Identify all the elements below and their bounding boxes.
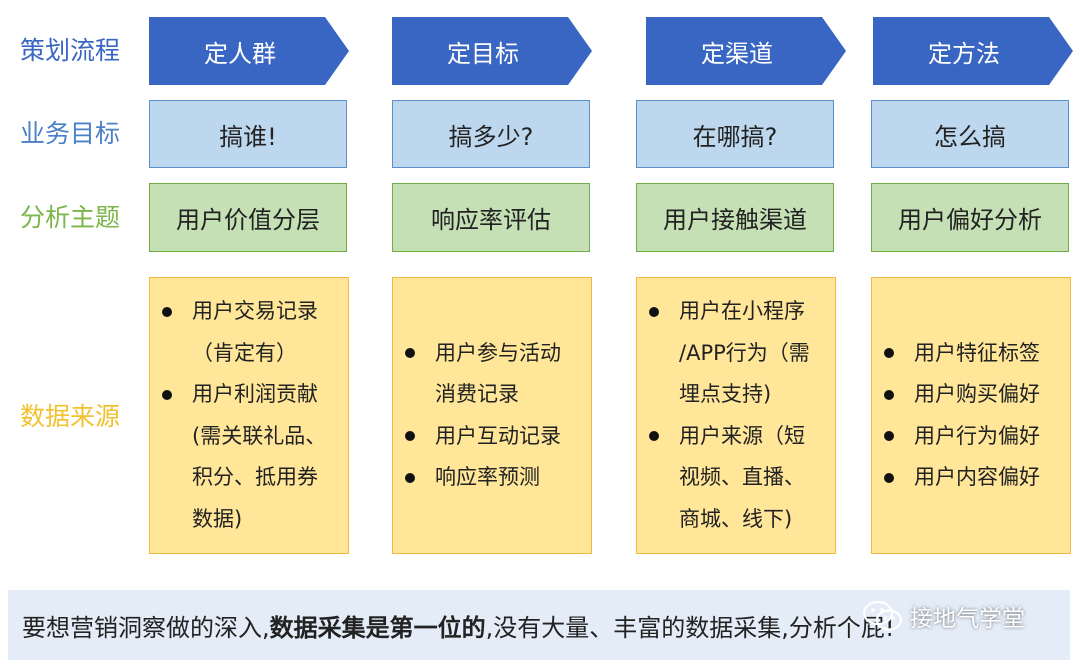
source-line: 响应率预测	[405, 457, 583, 499]
source-line-text: 用户在小程序	[679, 299, 805, 323]
source-line: 用户在小程序	[649, 291, 827, 333]
source-line-text: 积分、抵用券	[192, 465, 318, 489]
source-box-1: 用户交易记录 （肯定有） 用户利润贡献 (需关联礼品、积分、抵用券数据)	[149, 277, 349, 554]
source-line: 商城、线下)	[649, 499, 827, 541]
bullet-icon	[884, 374, 914, 416]
source-line-text: 用户互动记录	[435, 423, 561, 448]
source-line: 视频、直播、	[649, 457, 827, 499]
source-line-text: /APP行为（需	[679, 340, 810, 365]
bullet-icon	[405, 416, 435, 458]
source-line-text: 用户内容偏好	[914, 465, 1040, 489]
source-line-text: 用户购买偏好	[914, 382, 1040, 406]
source-line-text: 用户特征标签	[914, 340, 1040, 365]
source-line: 用户互动记录	[405, 416, 583, 458]
row-label-process: 策划流程	[19, 36, 120, 65]
bullet-icon	[405, 333, 435, 375]
source-line: 用户利润贡献	[162, 374, 340, 416]
step-arrow-1: 定人群	[149, 17, 349, 85]
theme-box-3: 用户接触渠道	[636, 183, 834, 252]
source-line: 用户特征标签	[884, 333, 1062, 375]
source-line-text: 消费记录	[435, 382, 519, 406]
source-line-text: （肯定有）	[192, 340, 297, 365]
step-arrow-2: 定目标	[392, 17, 592, 85]
source-line: 用户交易记录	[162, 291, 340, 333]
source-line-text: 数据)	[192, 506, 243, 531]
source-line: 用户内容偏好	[884, 457, 1062, 499]
goal-box-3: 在哪搞?	[636, 100, 834, 168]
footer-text-before: 要想营销洞察做的深入,	[22, 613, 270, 642]
goal-box-1: 搞谁!	[149, 100, 347, 168]
source-box-2: 用户参与活动消费记录用户互动记录响应率预测	[392, 277, 592, 554]
bullet-icon	[162, 374, 192, 416]
bullet-icon	[162, 291, 192, 333]
bullet-icon	[884, 416, 914, 458]
source-line-text: 响应率预测	[435, 465, 540, 489]
watermark: 接地气学堂	[862, 596, 1025, 636]
source-line: 用户行为偏好	[884, 416, 1062, 458]
source-line: (需关联礼品、	[162, 416, 340, 458]
source-line: 用户购买偏好	[884, 374, 1062, 416]
source-line: 埋点支持)	[649, 374, 827, 416]
source-line-text: 用户参与活动	[435, 340, 561, 365]
source-line-text: 用户交易记录	[192, 299, 318, 323]
footer-text-after: ,没有大量、丰富的数据采集,分析个屁!	[485, 613, 895, 642]
row-label-goal: 业务目标	[19, 119, 120, 148]
wechat-icon	[862, 600, 903, 631]
step-arrow-4: 定方法	[873, 17, 1073, 85]
source-line: 用户来源（短	[649, 416, 827, 458]
source-box-3: 用户在小程序/APP行为（需埋点支持) 用户来源（短视频、直播、商城、线下)	[636, 277, 836, 554]
source-line: 消费记录	[405, 374, 583, 416]
source-line-text: 视频、直播、	[679, 465, 805, 489]
theme-box-1: 用户价值分层	[149, 183, 347, 252]
source-line-text: 商城、线下)	[679, 506, 793, 531]
goal-box-2: 搞多少?	[392, 100, 590, 168]
goal-box-4: 怎么搞	[871, 100, 1069, 168]
step-arrow-3: 定渠道	[646, 17, 846, 85]
source-line-text: 用户行为偏好	[914, 423, 1040, 448]
bullet-icon	[649, 416, 679, 458]
source-line: 用户参与活动	[405, 333, 583, 375]
bullet-icon	[884, 457, 914, 499]
source-line: /APP行为（需	[649, 333, 827, 375]
row-label-theme: 分析主题	[19, 203, 120, 232]
source-line: 数据)	[162, 499, 340, 541]
bullet-icon	[405, 457, 435, 499]
source-line-text: 用户利润贡献	[192, 382, 318, 406]
source-line: 积分、抵用券	[162, 457, 340, 499]
source-box-4: 用户特征标签用户购买偏好用户行为偏好用户内容偏好	[871, 277, 1071, 554]
watermark-text: 接地气学堂	[910, 606, 1025, 632]
source-line-text: (需关联礼品、	[192, 423, 327, 448]
footer-banner: 要想营销洞察做的深入, 数据采集是第一位的 ,没有大量、丰富的数据采集,分析个屁…	[8, 590, 1070, 660]
theme-box-4: 用户偏好分析	[871, 183, 1069, 252]
source-line-text: 埋点支持)	[679, 382, 772, 406]
theme-box-2: 响应率评估	[392, 183, 590, 252]
footer-text-bold: 数据采集是第一位的	[269, 613, 486, 642]
source-line: （肯定有）	[162, 333, 340, 375]
row-label-source: 数据来源	[19, 402, 120, 431]
source-line-text: 用户来源（短	[679, 423, 805, 448]
bullet-icon	[884, 333, 914, 375]
bullet-icon	[649, 291, 679, 333]
